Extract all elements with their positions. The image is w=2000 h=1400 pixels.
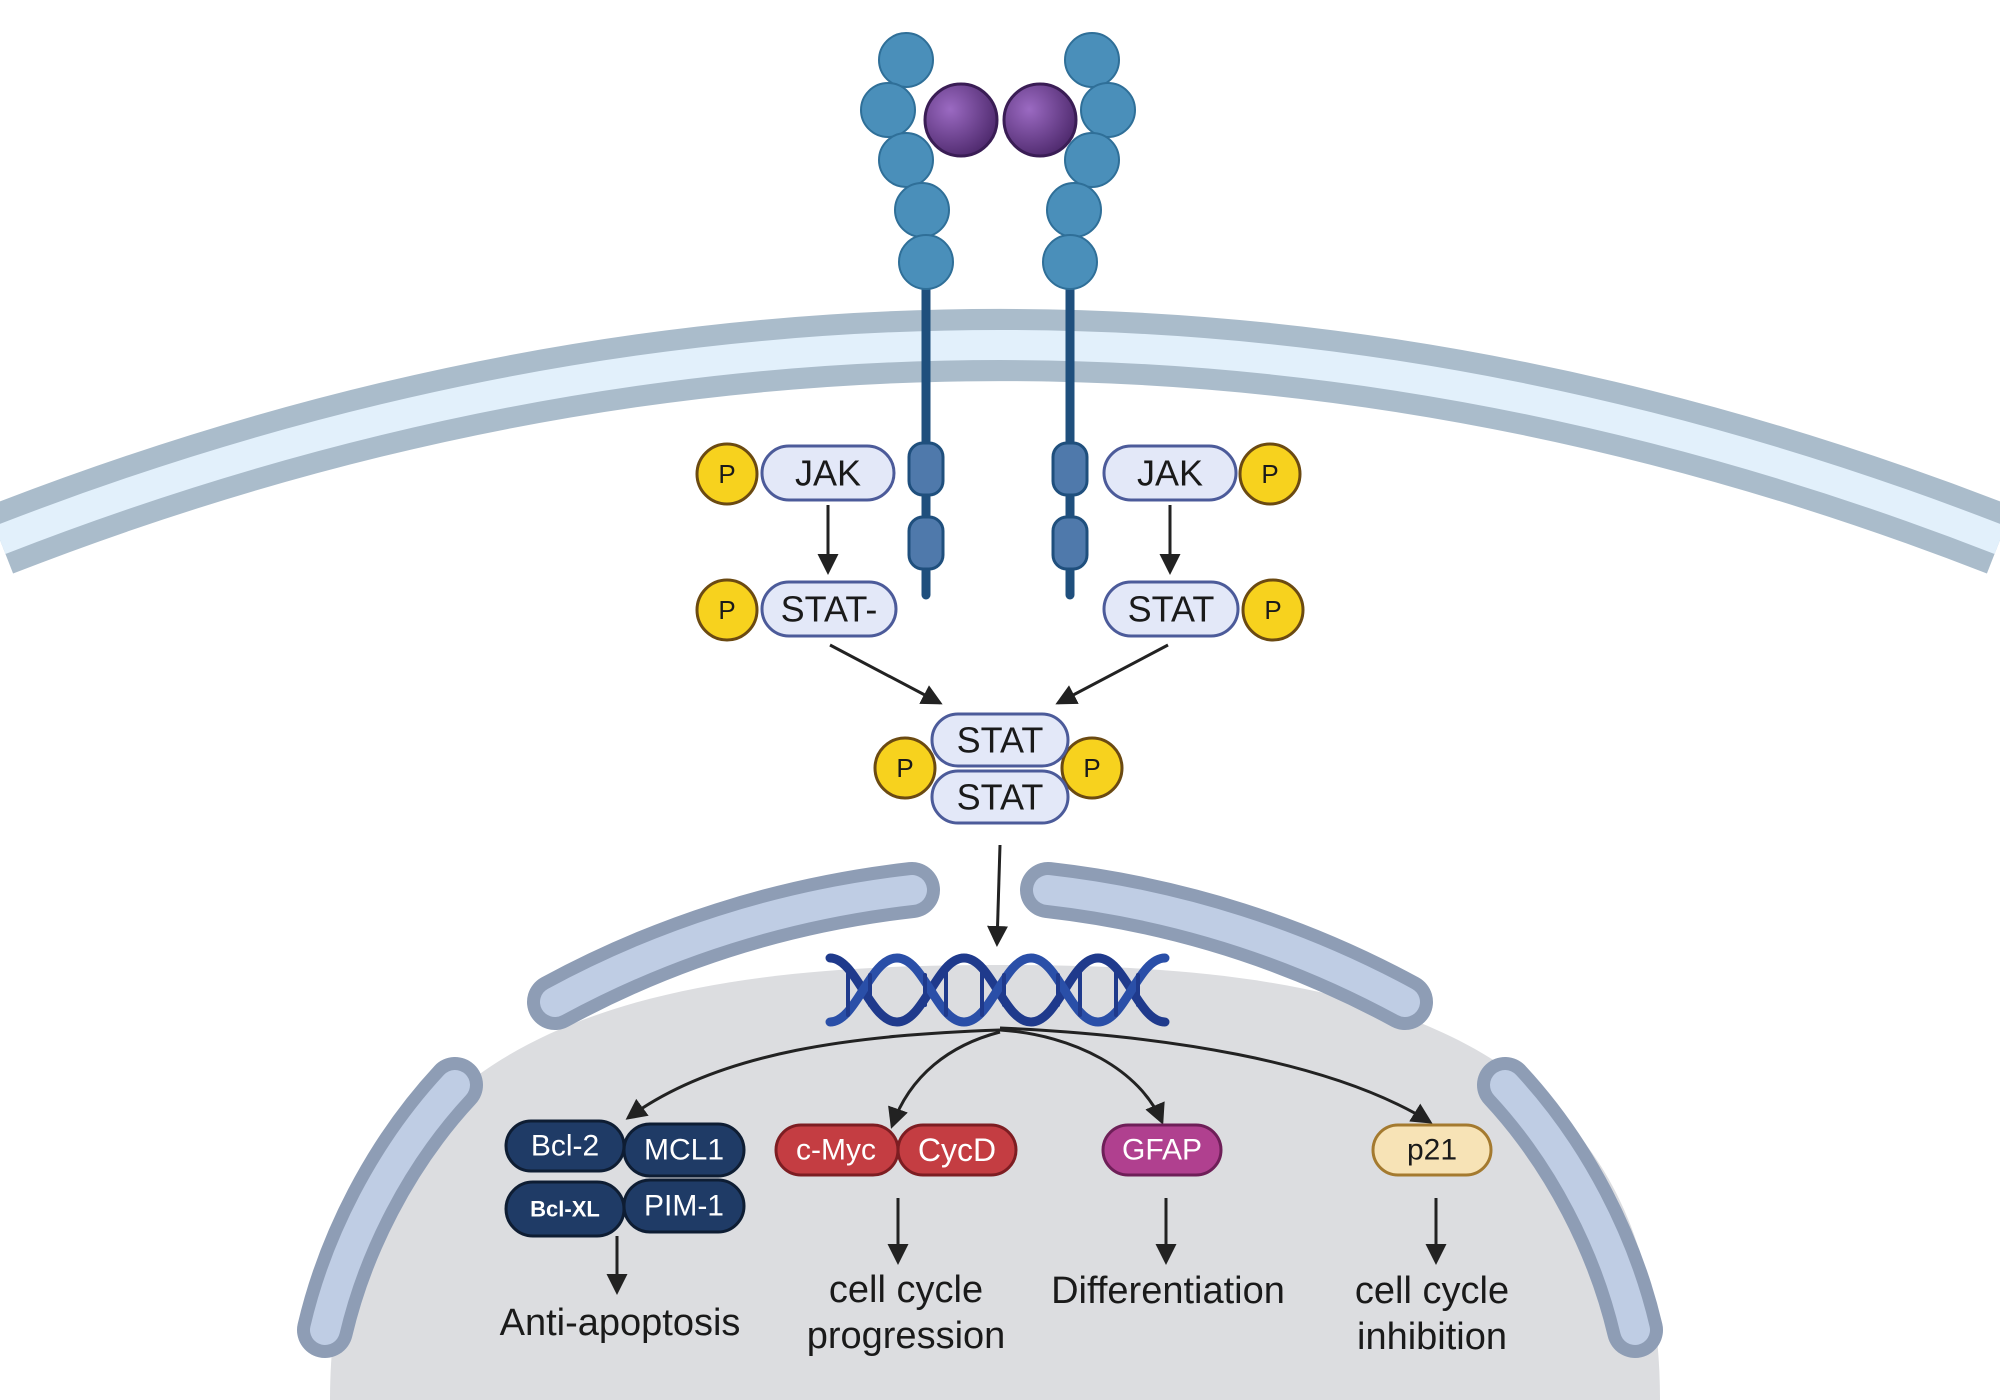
svg-text:STAT: STAT <box>957 720 1044 761</box>
receptor-box-motif <box>1051 515 1089 571</box>
svg-text:GFAP: GFAP <box>1122 1134 1202 1167</box>
arrow-dna-to-p21 <box>999 1026 1433 1124</box>
phospho-icon <box>1241 578 1305 642</box>
svg-text:STAT: STAT <box>1128 589 1215 630</box>
stat-dimer-top <box>930 712 1070 768</box>
receptor-bead <box>894 182 950 238</box>
nucleus <box>330 965 1660 1400</box>
transcription-arrows <box>625 1026 1433 1129</box>
outcome-antiapoptosis: Anti-apoptosis <box>500 1302 741 1344</box>
svg-text:P: P <box>1264 595 1281 625</box>
svg-text:Bcl-2: Bcl-2 <box>531 1130 599 1163</box>
receptor-bead <box>1046 182 1102 238</box>
receptor-bead <box>898 234 954 290</box>
arrow-stat-to-dimer-left <box>829 643 943 705</box>
receptor-bead <box>1080 82 1136 138</box>
svg-text:STAT-: STAT- <box>781 589 878 630</box>
svg-text:P: P <box>1261 459 1278 489</box>
cytokine-receptor <box>860 32 1136 600</box>
phospho-icon <box>695 442 759 506</box>
receptor-box-motif <box>907 515 945 571</box>
right-stat-group: STAT P <box>1102 578 1305 642</box>
arrow-dna-to-gfap <box>999 1028 1165 1125</box>
svg-text:p21: p21 <box>1407 1134 1457 1167</box>
left-stat-group: P STAT- <box>695 578 898 642</box>
phospho-icon <box>1060 736 1124 800</box>
jak-pill-right <box>1102 444 1238 502</box>
phospho-icon <box>1238 442 1302 506</box>
arrow-dna-to-proliferation <box>888 1030 1001 1129</box>
receptor-box-motif <box>1051 441 1089 497</box>
svg-text:STAT: STAT <box>957 777 1044 818</box>
phospho-icon <box>695 578 759 642</box>
p21-pill <box>1371 1123 1493 1177</box>
receptor-bead <box>1064 32 1120 88</box>
receptor-box-motif <box>907 441 945 497</box>
svg-text:Bcl-XL: Bcl-XL <box>530 1197 600 1222</box>
svg-text:CycD: CycD <box>918 1132 996 1168</box>
outcome-differentiation: Differentiation <box>1051 1270 1285 1312</box>
svg-text:JAK: JAK <box>795 453 861 494</box>
svg-text:JAK: JAK <box>1137 453 1203 494</box>
outcome-cellcycle-progression-line1: cell cycle <box>829 1269 983 1311</box>
outcome-cellcycle-inhibition-line2: inhibition <box>1357 1316 1507 1358</box>
svg-text:MCL1: MCL1 <box>644 1134 724 1167</box>
stat-pill-right <box>1102 580 1240 638</box>
svg-text:PIM-1: PIM-1 <box>644 1190 724 1223</box>
stat-dimer: P P STAT STAT <box>873 712 1124 825</box>
svg-text:c-Myc: c-Myc <box>796 1134 876 1167</box>
right-jak-group: JAK P <box>1102 442 1302 506</box>
svg-text:P: P <box>718 459 735 489</box>
gfap-pill <box>1101 1123 1223 1177</box>
ligand-sphere <box>923 82 999 158</box>
nuclear-envelope <box>297 862 1663 1358</box>
receptor-bead <box>878 132 934 188</box>
ligand-sphere <box>1002 82 1078 158</box>
stat-pill-left <box>760 580 898 638</box>
receptor-bead <box>860 82 916 138</box>
antiapoptotic-targets: Bcl-2 MCL1 Bcl-XL PIM-1 <box>504 1119 746 1238</box>
outcome-cellcycle-inhibition-line1: cell cycle <box>1355 1270 1509 1312</box>
phospho-icon <box>873 736 937 800</box>
stat-dimer-bottom <box>930 769 1070 825</box>
pim1-pill <box>622 1178 746 1234</box>
jak-pill-left <box>760 444 896 502</box>
svg-text:P: P <box>1083 753 1100 783</box>
receptor-bead <box>878 32 934 88</box>
arrow-dimer-to-dna <box>987 844 1009 947</box>
outcome-cellcycle-progression-line2: progression <box>807 1315 1006 1357</box>
arrow-stat-to-dimer-right <box>1055 643 1169 705</box>
receptor-bead <box>1064 132 1120 188</box>
receptor-bead <box>1042 234 1098 290</box>
proliferation-targets: c-Myc CycD <box>774 1123 1018 1177</box>
svg-text:P: P <box>718 595 735 625</box>
dna-icon <box>825 953 1170 1027</box>
svg-text:P: P <box>896 753 913 783</box>
mcl1-pill <box>622 1122 746 1178</box>
cycd-pill <box>896 1123 1018 1177</box>
plasma-membrane <box>0 309 2000 574</box>
arrow-dna-to-antiapoptotic <box>625 1028 1001 1120</box>
left-jak-group: P JAK <box>695 442 896 506</box>
